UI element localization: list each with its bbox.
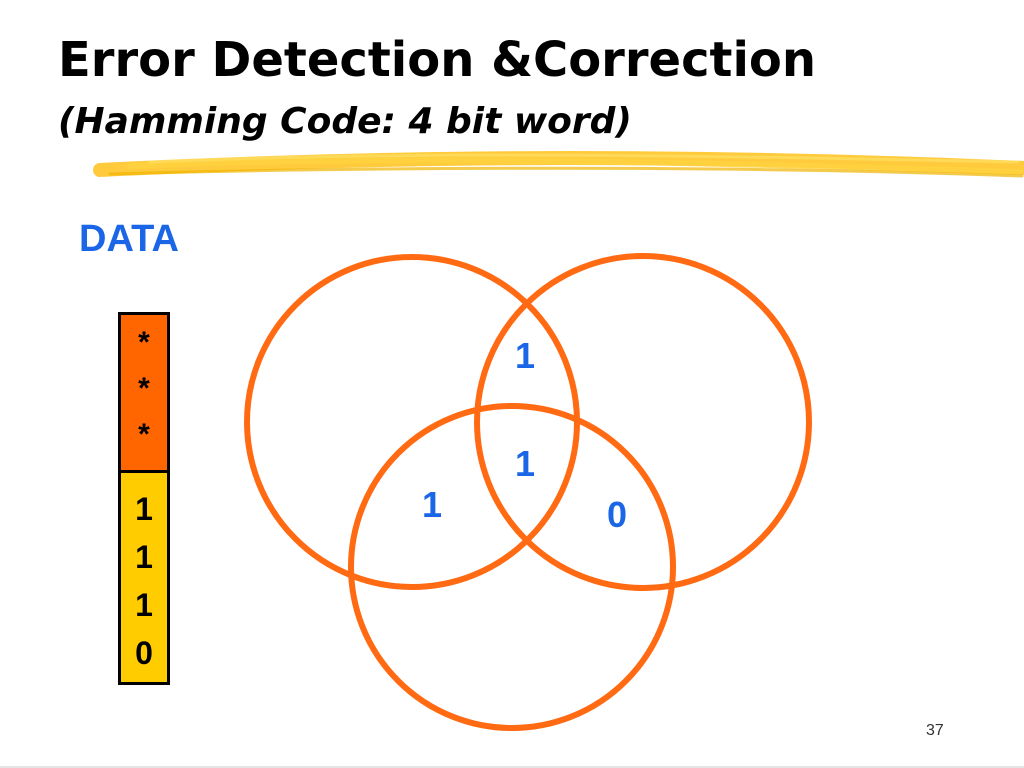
venn-circle-right bbox=[474, 253, 812, 591]
bit-word-column: * * * 1 1 1 0 bbox=[118, 312, 170, 685]
parity-bit-cell: * bbox=[138, 418, 150, 451]
venn-circle-bottom bbox=[348, 403, 676, 731]
venn-region-left-bottom-value: 1 bbox=[422, 484, 442, 525]
data-bit-cell: 0 bbox=[135, 635, 153, 671]
data-bits-block: 1 1 1 0 bbox=[121, 473, 167, 682]
data-label: DATA bbox=[79, 218, 179, 260]
parity-bit-cell: * bbox=[138, 372, 150, 405]
data-bit-cell: 1 bbox=[135, 491, 153, 527]
bottom-divider bbox=[0, 766, 1024, 768]
data-bit-cell: 1 bbox=[135, 539, 153, 575]
parity-bits-block: * * * bbox=[121, 315, 167, 473]
data-bit-cell: 1 bbox=[135, 587, 153, 623]
page-number: 37 bbox=[926, 722, 944, 739]
venn-region-top-overlap-value: 1 bbox=[515, 335, 535, 376]
slide-subtitle: (Hamming Code: 4 bit word) bbox=[58, 101, 632, 142]
parity-bit-cell: * bbox=[138, 326, 150, 359]
title-highlighter-stroke bbox=[93, 151, 1024, 178]
venn-region-right-bottom-value: 0 bbox=[607, 494, 627, 535]
venn-region-center-overlap-value: 1 bbox=[515, 443, 535, 484]
slide-title: Error Detection &Correction bbox=[58, 32, 817, 88]
highlighter-brush-stroke bbox=[93, 151, 1024, 178]
